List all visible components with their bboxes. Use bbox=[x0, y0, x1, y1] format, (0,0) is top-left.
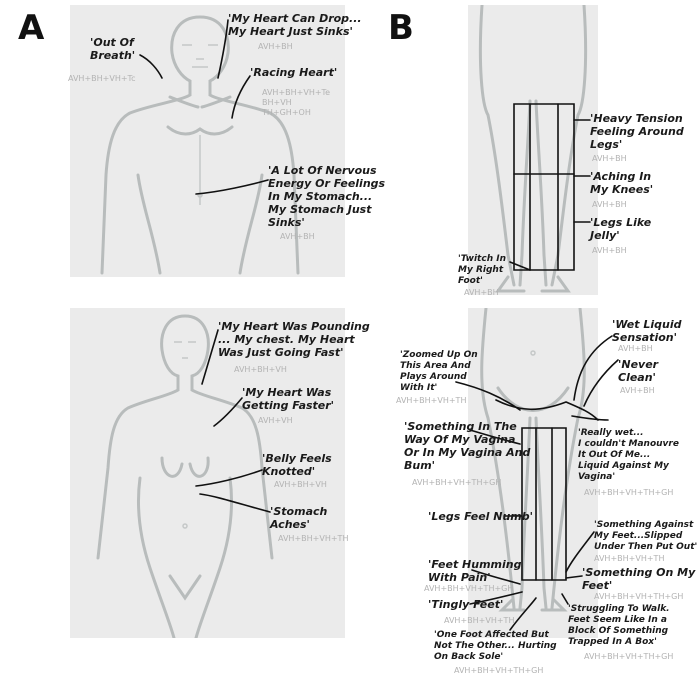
sub-wet-liquid: AVH+BH bbox=[618, 344, 653, 353]
panel-a1-male-torso bbox=[70, 5, 345, 277]
panel-b1-legs bbox=[468, 5, 598, 295]
label-really-wet: 'Really wet... I couldn't Manouvre It Ou… bbox=[578, 428, 679, 482]
sub-feet-humming: AVH+BH+VH+TH+GH bbox=[424, 584, 514, 593]
sub-one-foot: AVH+BH+VH+TH+GH bbox=[454, 666, 544, 675]
panel-letter-a: A bbox=[18, 8, 45, 48]
label-something-in-way: 'Something In The Way Of My Vagina Or In… bbox=[404, 420, 531, 472]
label-heart-pounding: 'My Heart Was Pounding ... My chest. My … bbox=[218, 320, 370, 359]
sub-zoomed-up: AVH+BH+VH+TH bbox=[396, 396, 467, 405]
label-tingly-feet: 'Tingly Feet' bbox=[428, 598, 504, 611]
sub-heavy-tension: AVH+BH bbox=[592, 154, 627, 163]
sub-really-wet: AVH+BH+VH+TH+GH bbox=[584, 488, 674, 497]
label-nervous-energy: 'A Lot Of Nervous Energy Or Feelings In … bbox=[268, 164, 386, 229]
sub-heart-drop: AVH+BH bbox=[258, 42, 293, 51]
label-racing-heart: 'Racing Heart' bbox=[250, 66, 338, 79]
sub-tingly-feet: AVH+BH+VH+TH bbox=[444, 616, 515, 625]
label-something-on-feet: 'Something On My Feet' bbox=[582, 566, 696, 592]
label-legs-jelly: 'Legs Like Jelly' bbox=[590, 216, 652, 242]
label-belly-knotted: 'Belly Feels Knotted' bbox=[262, 452, 332, 478]
label-stomach-aches: 'Stomach Aches' bbox=[270, 505, 328, 531]
sub-belly-knotted: AVH+BH+VH bbox=[274, 480, 327, 489]
sub-heart-faster: AVH+VH bbox=[258, 416, 293, 425]
label-zoomed-up: 'Zoomed Up On This Area And Plays Around… bbox=[400, 350, 478, 393]
sub-stomach-aches: AVH+BH+VH+TH bbox=[278, 534, 349, 543]
sub-nervous-energy: AVH+BH bbox=[280, 232, 315, 241]
label-never-clean: 'Never Clean' bbox=[618, 358, 659, 384]
sub-never-clean: AVH+BH bbox=[620, 386, 655, 395]
label-legs-numb: 'Legs Feel Numb' bbox=[428, 510, 534, 523]
label-wet-liquid: 'Wet Liquid Sensation' bbox=[612, 318, 682, 344]
sub-legs-jelly: AVH+BH bbox=[592, 246, 627, 255]
label-twitch-foot: 'Twitch In My Right Foot' bbox=[458, 254, 506, 286]
label-something-against-feet: 'Something Against My Feet...Slipped Und… bbox=[594, 520, 698, 552]
panel-letter-b: B bbox=[388, 8, 414, 48]
label-heart-faster: 'My Heart Was Getting Faster' bbox=[242, 386, 335, 412]
sub-struggling-walk: AVH+BH+VH+TH+GH bbox=[584, 652, 674, 661]
label-struggling-walk: 'Struggling To Walk. Feet Seem Like In a… bbox=[568, 604, 670, 647]
sub-heart-pounding: AVH+BH+VH bbox=[234, 365, 287, 374]
sub-out-of-breath: AVH+BH+VH+Tc bbox=[68, 74, 136, 83]
label-aching-knees: 'Aching In My Knees' bbox=[590, 170, 654, 196]
sub-racing-heart: AVH+BH+VH+Te BH+VH TH+GH+OH bbox=[262, 88, 330, 117]
sub-twitch-foot: AVH+BH bbox=[464, 288, 499, 297]
sub-something-in-way: AVH+BH+VH+TH+GH bbox=[412, 478, 502, 487]
sub-something-against-feet: AVH+BH+VH+TH bbox=[594, 554, 665, 563]
sub-something-on-feet: AVH+BH+VH+TH+GH bbox=[594, 592, 684, 601]
label-feet-humming: 'Feet Humming With Pain' bbox=[428, 558, 522, 584]
label-one-foot: 'One Foot Affected But Not The Other... … bbox=[434, 630, 557, 662]
label-out-of-breath: 'Out Of Breath' bbox=[90, 36, 136, 62]
label-heart-drop: 'My Heart Can Drop... My Heart Just Sink… bbox=[228, 12, 362, 38]
legs-figure bbox=[478, 5, 588, 293]
sub-aching-knees: AVH+BH bbox=[592, 200, 627, 209]
label-heavy-tension: 'Heavy Tension Feeling Around Legs' bbox=[590, 112, 684, 151]
